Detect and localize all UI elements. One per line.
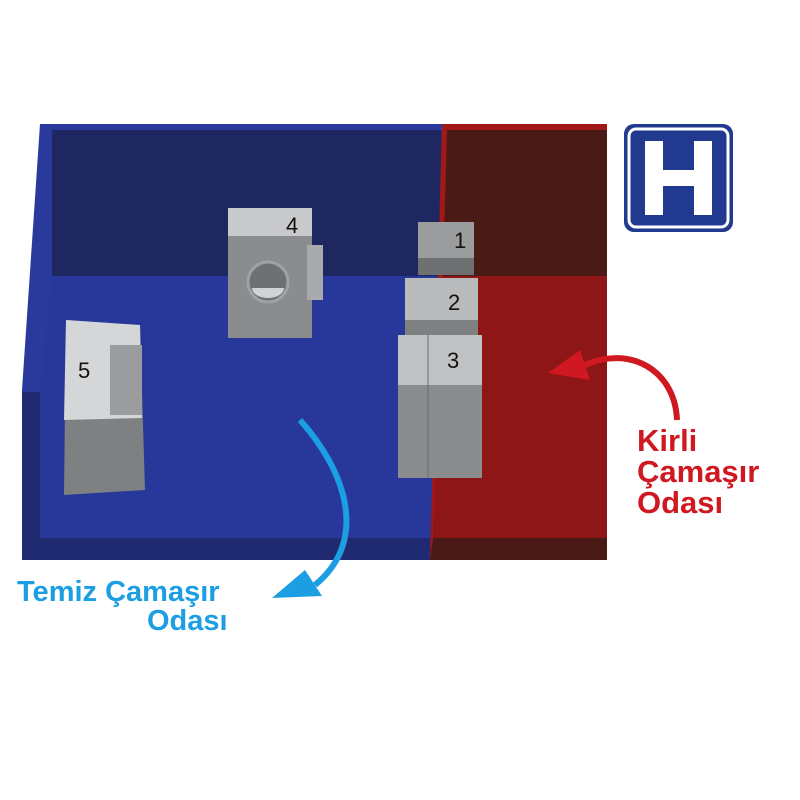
machine-number: 1: [454, 228, 466, 253]
label-line: Temiz Çamaşır: [17, 576, 220, 608]
clean-room-label: Temiz Çamaşır Odası: [17, 578, 228, 636]
machine-number: 3: [447, 348, 459, 373]
machine-3: 3: [398, 335, 482, 478]
hospital-sign-icon: [624, 124, 733, 232]
machine-number: 5: [78, 358, 90, 383]
clean-arrow: [272, 417, 350, 598]
machine-number: 2: [448, 290, 460, 315]
machine-5: 5: [64, 320, 145, 495]
dirty-room-label: Kirli Çamaşır Odası: [637, 425, 759, 518]
machine-number: 4: [286, 213, 298, 238]
machine-2: 2: [405, 278, 478, 335]
label-line: Çamaşır: [637, 454, 760, 489]
label-line: Kirli: [637, 423, 698, 458]
dirty-arrow: [548, 350, 680, 421]
machine-4: 4: [228, 208, 323, 338]
label-line: Odası: [637, 485, 724, 520]
machine-1: 1: [418, 222, 474, 275]
label-line: Odası: [147, 605, 228, 637]
